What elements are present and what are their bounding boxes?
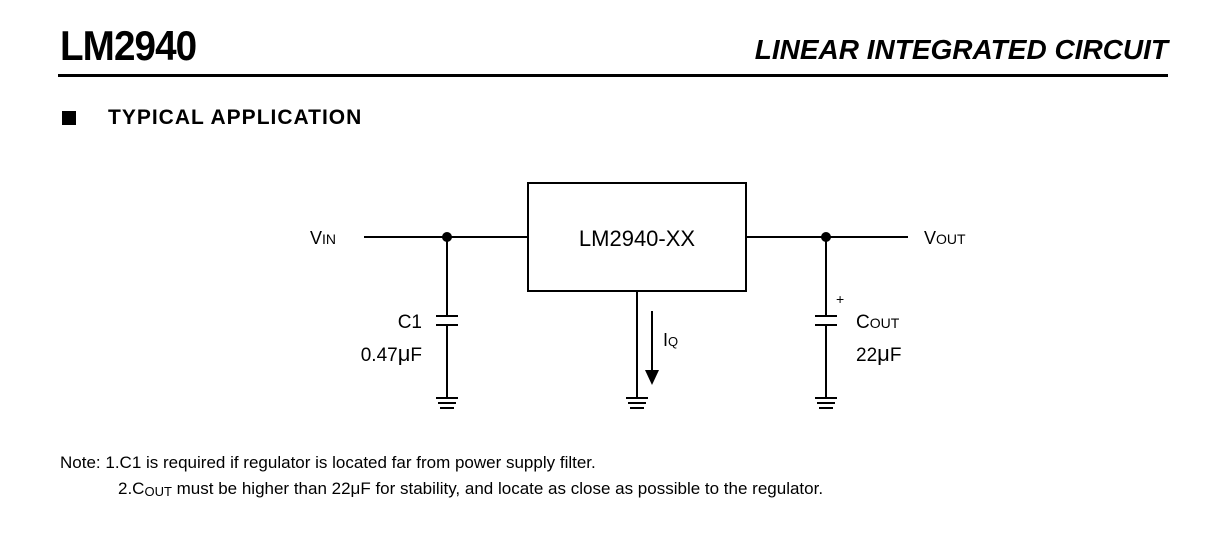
part-number: LM2940 [60, 22, 197, 69]
junction-dot-out [821, 232, 831, 242]
note-2: 2.COUT must be higher than 22μF for stab… [118, 479, 824, 499]
regulator-label: LM2940-XX [579, 226, 696, 251]
junction-dot-in [442, 232, 452, 242]
cout-polarity: + [836, 291, 844, 307]
cout-value: 22μF [856, 341, 901, 366]
c1-name: C1 [398, 312, 422, 333]
header-rule [58, 74, 1168, 77]
vout-label: VOUT [924, 228, 966, 248]
circuit-schematic: VIN VOUT LM2940-XX C1 0.47μF IQ + COUT 2… [310, 182, 966, 409]
iq-label: IQ [663, 330, 678, 350]
section-title: TYPICAL APPLICATION [108, 106, 363, 129]
cout-name: COUT [856, 312, 900, 333]
vin-label: VIN [310, 228, 336, 248]
note-1: Note: 1.C1 is required if regulator is l… [60, 453, 596, 472]
c1-value: 0.47μF [361, 341, 422, 366]
document-type: LINEAR INTEGRATED CIRCUIT [754, 34, 1168, 65]
notes: Note: 1.C1 is required if regulator is l… [60, 450, 823, 505]
iq-arrow-head [645, 370, 659, 385]
section-bullet [62, 111, 76, 125]
